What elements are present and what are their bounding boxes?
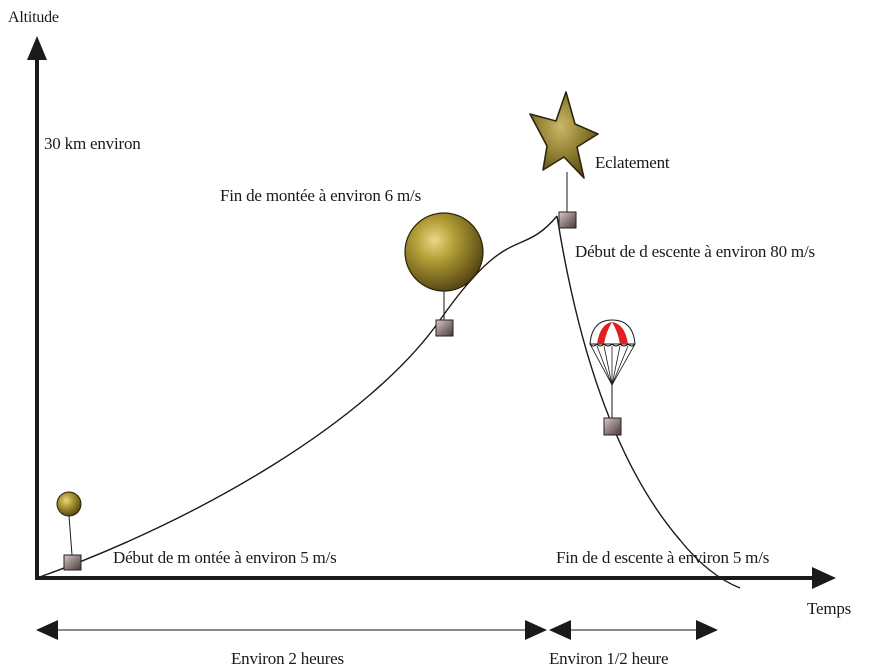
x-axis xyxy=(35,567,836,589)
descent-duration-arrow xyxy=(549,620,718,640)
altitude-mark-label: 30 km environ xyxy=(44,134,141,153)
ascent-end-label: Fin de montée à environ 6 m/s xyxy=(220,186,421,205)
payload-box-icon xyxy=(558,211,577,229)
y-axis-label: Altitude xyxy=(8,9,59,26)
ascent-start-label: Début de m ontée à environ 5 m/s xyxy=(113,548,337,567)
payload-box-icon xyxy=(603,417,622,436)
ascent-duration-arrow xyxy=(36,620,547,640)
y-axis xyxy=(27,36,47,578)
small-balloon-icon xyxy=(56,491,82,556)
descent-duration-label: Environ 1/2 heure xyxy=(549,649,669,668)
large-balloon-icon xyxy=(404,212,484,320)
payload-box-icon xyxy=(63,554,82,571)
burst-star-icon xyxy=(529,91,599,212)
burst-label: Eclatement xyxy=(595,153,670,172)
ascent-curve xyxy=(36,215,558,579)
payload-box-icon xyxy=(435,319,454,337)
parachute-icon xyxy=(589,319,636,418)
x-axis-label: Temps xyxy=(807,599,852,618)
descent-start-label: Début de d escente à environ 80 m/s xyxy=(575,242,815,261)
ascent-duration-label: Environ 2 heures xyxy=(231,649,344,668)
descent-curve xyxy=(556,215,741,589)
descent-end-label: Fin de d escente à environ 5 m/s xyxy=(556,548,770,567)
